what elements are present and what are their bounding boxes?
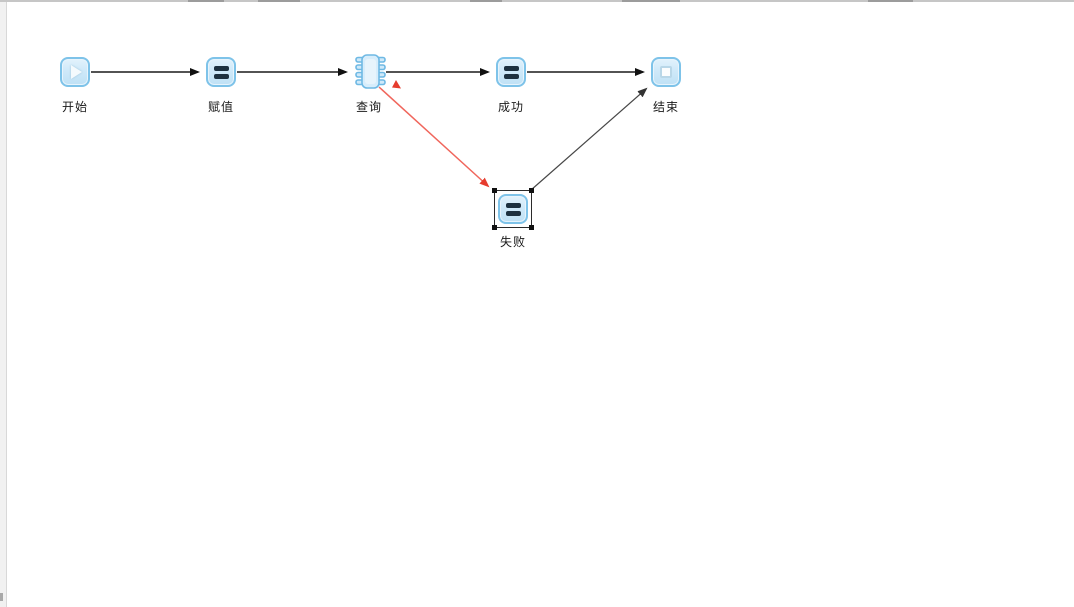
node-success[interactable] (496, 57, 526, 87)
equals-icon (213, 65, 229, 79)
top-edge-dash (868, 0, 913, 2)
node-assign-label: 赋值 (207, 100, 235, 114)
diagram-canvas[interactable] (8, 2, 1074, 607)
node-end-label: 结束 (652, 100, 680, 114)
selection-handle-ne[interactable] (529, 188, 534, 193)
stop-icon (660, 66, 672, 78)
top-edge-dash (622, 0, 680, 2)
chip-icon (355, 54, 386, 89)
top-edge-dash (470, 0, 502, 2)
node-start-label: 开始 (61, 100, 89, 114)
edge-query-fail-direction-arrow (392, 80, 401, 89)
edge-fail-end[interactable] (530, 87, 648, 191)
node-end[interactable] (651, 57, 681, 87)
node-start[interactable] (60, 57, 90, 87)
node-success-label: 成功 (497, 100, 525, 114)
node-query[interactable] (354, 53, 387, 96)
selection-handle-sw[interactable] (492, 225, 497, 230)
equals-icon (505, 202, 521, 216)
node-query-label: 查询 (355, 100, 383, 114)
selection-box (494, 190, 532, 228)
left-rail (0, 2, 7, 607)
play-icon (71, 65, 82, 79)
selection-handle-nw[interactable] (492, 188, 497, 193)
node-fail[interactable] (498, 194, 528, 224)
top-edge-dash (258, 0, 300, 2)
top-window-edge (0, 0, 1074, 2)
node-fail-label: 失败 (499, 235, 527, 249)
top-edge-dash (188, 0, 224, 2)
left-rail-mark (0, 593, 3, 601)
node-assign[interactable] (206, 57, 236, 87)
edge-query-fail[interactable] (378, 86, 490, 188)
equals-icon (503, 65, 519, 79)
selection-handle-se[interactable] (529, 225, 534, 230)
